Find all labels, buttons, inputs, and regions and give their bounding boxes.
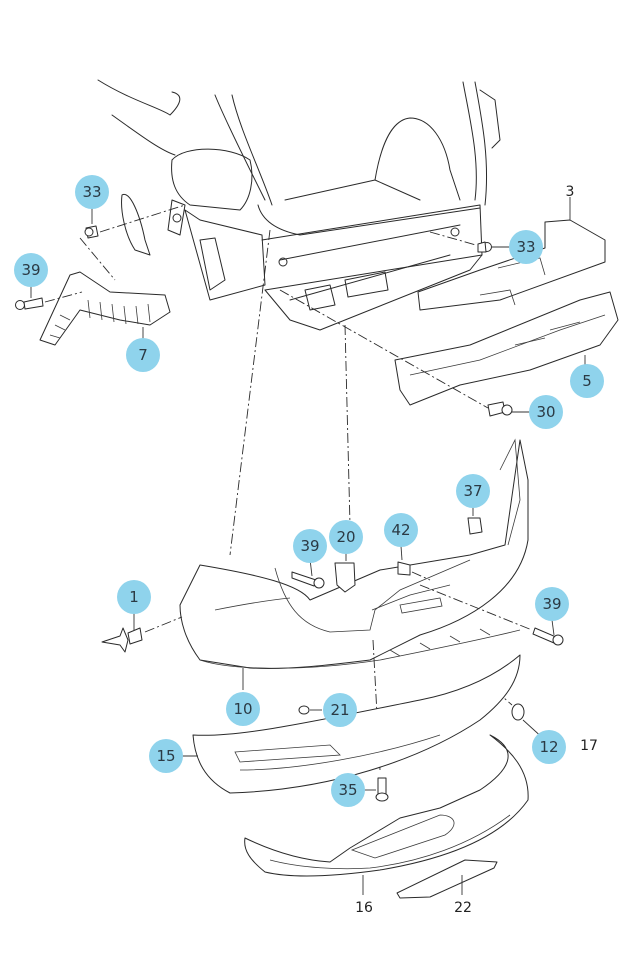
callout-clip-nut[interactable]: 37 xyxy=(456,474,490,508)
callout-bubble[interactable] xyxy=(384,513,418,547)
callout-bubble[interactable] xyxy=(126,338,160,372)
callout-number: 33 xyxy=(516,238,535,256)
part-3-reinforcement xyxy=(417,197,606,311)
bolt-30 xyxy=(279,289,530,417)
spreader-nut-42 xyxy=(397,545,431,581)
callout-bolt[interactable]: 35 xyxy=(331,773,365,807)
plain-label-layer: 3 17 16 22 xyxy=(355,184,598,916)
callout-bubble[interactable] xyxy=(535,587,569,621)
callout-number: 5 xyxy=(582,372,592,390)
part-label-reinforcement[interactable]: 3 xyxy=(566,184,575,200)
car-body-drawing xyxy=(97,79,501,331)
callout-lower-trim[interactable]: 15 xyxy=(149,739,183,773)
callout-impact-absorber[interactable]: 5 xyxy=(570,364,604,398)
clip-33-right xyxy=(429,231,513,253)
callout-guide-bracket[interactable]: 20 xyxy=(329,520,363,554)
callout-clip[interactable]: 33 xyxy=(509,230,543,264)
callout-side-bracket[interactable]: 7 xyxy=(126,338,160,372)
callout-number: 39 xyxy=(300,537,319,555)
callout-bubble[interactable] xyxy=(323,693,357,727)
callout-bubble[interactable] xyxy=(456,474,490,508)
callout-bubble[interactable] xyxy=(293,529,327,563)
callout-bubble[interactable] xyxy=(117,580,151,614)
callout-bubble[interactable] xyxy=(570,364,604,398)
callout-bubble[interactable] xyxy=(149,739,183,773)
part-label-license-plate-bracket[interactable]: 17 xyxy=(580,738,598,754)
guide-line xyxy=(229,229,271,556)
rivet-1 xyxy=(101,612,183,653)
callout-number: 39 xyxy=(21,261,40,279)
callout-bubble[interactable] xyxy=(226,692,260,726)
callout-number: 35 xyxy=(338,781,357,799)
callout-number: 42 xyxy=(391,521,410,539)
callout-number: 1 xyxy=(129,588,139,606)
callout-bubble[interactable] xyxy=(529,395,563,429)
bolt-35 xyxy=(363,777,389,802)
callout-number: 10 xyxy=(233,700,252,718)
callout-bubble[interactable] xyxy=(509,230,543,264)
callout-bolt[interactable]: 30 xyxy=(529,395,563,429)
guide-bracket-20 xyxy=(334,552,356,593)
callout-bubble[interactable] xyxy=(329,520,363,554)
callout-screw[interactable]: 39 xyxy=(14,253,48,287)
callout-number: 37 xyxy=(463,482,482,500)
callout-number: 12 xyxy=(539,738,558,756)
part-16-diffuser xyxy=(244,734,529,895)
callout-screw[interactable]: 39 xyxy=(535,587,569,621)
callout-number: 20 xyxy=(336,528,355,546)
callout-bumper-cover[interactable]: 10 xyxy=(226,692,260,726)
callout-layer: 33 39 7 33 5 30 37 20 39 42 1 39 10 21 15 12 35 xyxy=(14,175,604,807)
callout-number: 7 xyxy=(138,346,148,364)
callout-bubble[interactable] xyxy=(14,253,48,287)
part-label-diffuser-panel[interactable]: 16 xyxy=(355,900,373,916)
callout-clip[interactable]: 33 xyxy=(75,175,109,209)
callout-number: 33 xyxy=(82,183,101,201)
clip-33-left xyxy=(79,204,186,281)
screw-39-mid xyxy=(291,558,325,589)
part-10-bumper-cover xyxy=(179,438,529,690)
part-5-impact-absorber xyxy=(394,291,619,406)
callout-bubble[interactable] xyxy=(75,175,109,209)
screw-39-right xyxy=(419,584,564,646)
callout-bubble[interactable] xyxy=(532,730,566,764)
callout-number: 30 xyxy=(536,403,555,421)
part-label-insert-strip[interactable]: 22 xyxy=(454,900,472,916)
guide-line xyxy=(344,324,351,526)
clip-nut-37 xyxy=(467,504,483,535)
callout-screw[interactable]: 39 xyxy=(293,529,327,563)
callout-number: 39 xyxy=(542,595,561,613)
callout-washer[interactable]: 21 xyxy=(323,693,357,727)
callout-spreader-nut[interactable]: 42 xyxy=(384,513,418,547)
callout-number: 21 xyxy=(330,701,349,719)
part-7-side-bracket xyxy=(39,193,171,346)
callout-expanding-rivet[interactable]: 1 xyxy=(117,580,151,614)
callout-bubble[interactable] xyxy=(331,773,365,807)
callout-number: 15 xyxy=(156,747,175,765)
screw-39-left xyxy=(15,283,83,310)
callout-tow-eye-cap[interactable]: 12 xyxy=(532,730,566,764)
part-22-insert xyxy=(396,859,498,899)
washer-21 xyxy=(298,705,322,715)
